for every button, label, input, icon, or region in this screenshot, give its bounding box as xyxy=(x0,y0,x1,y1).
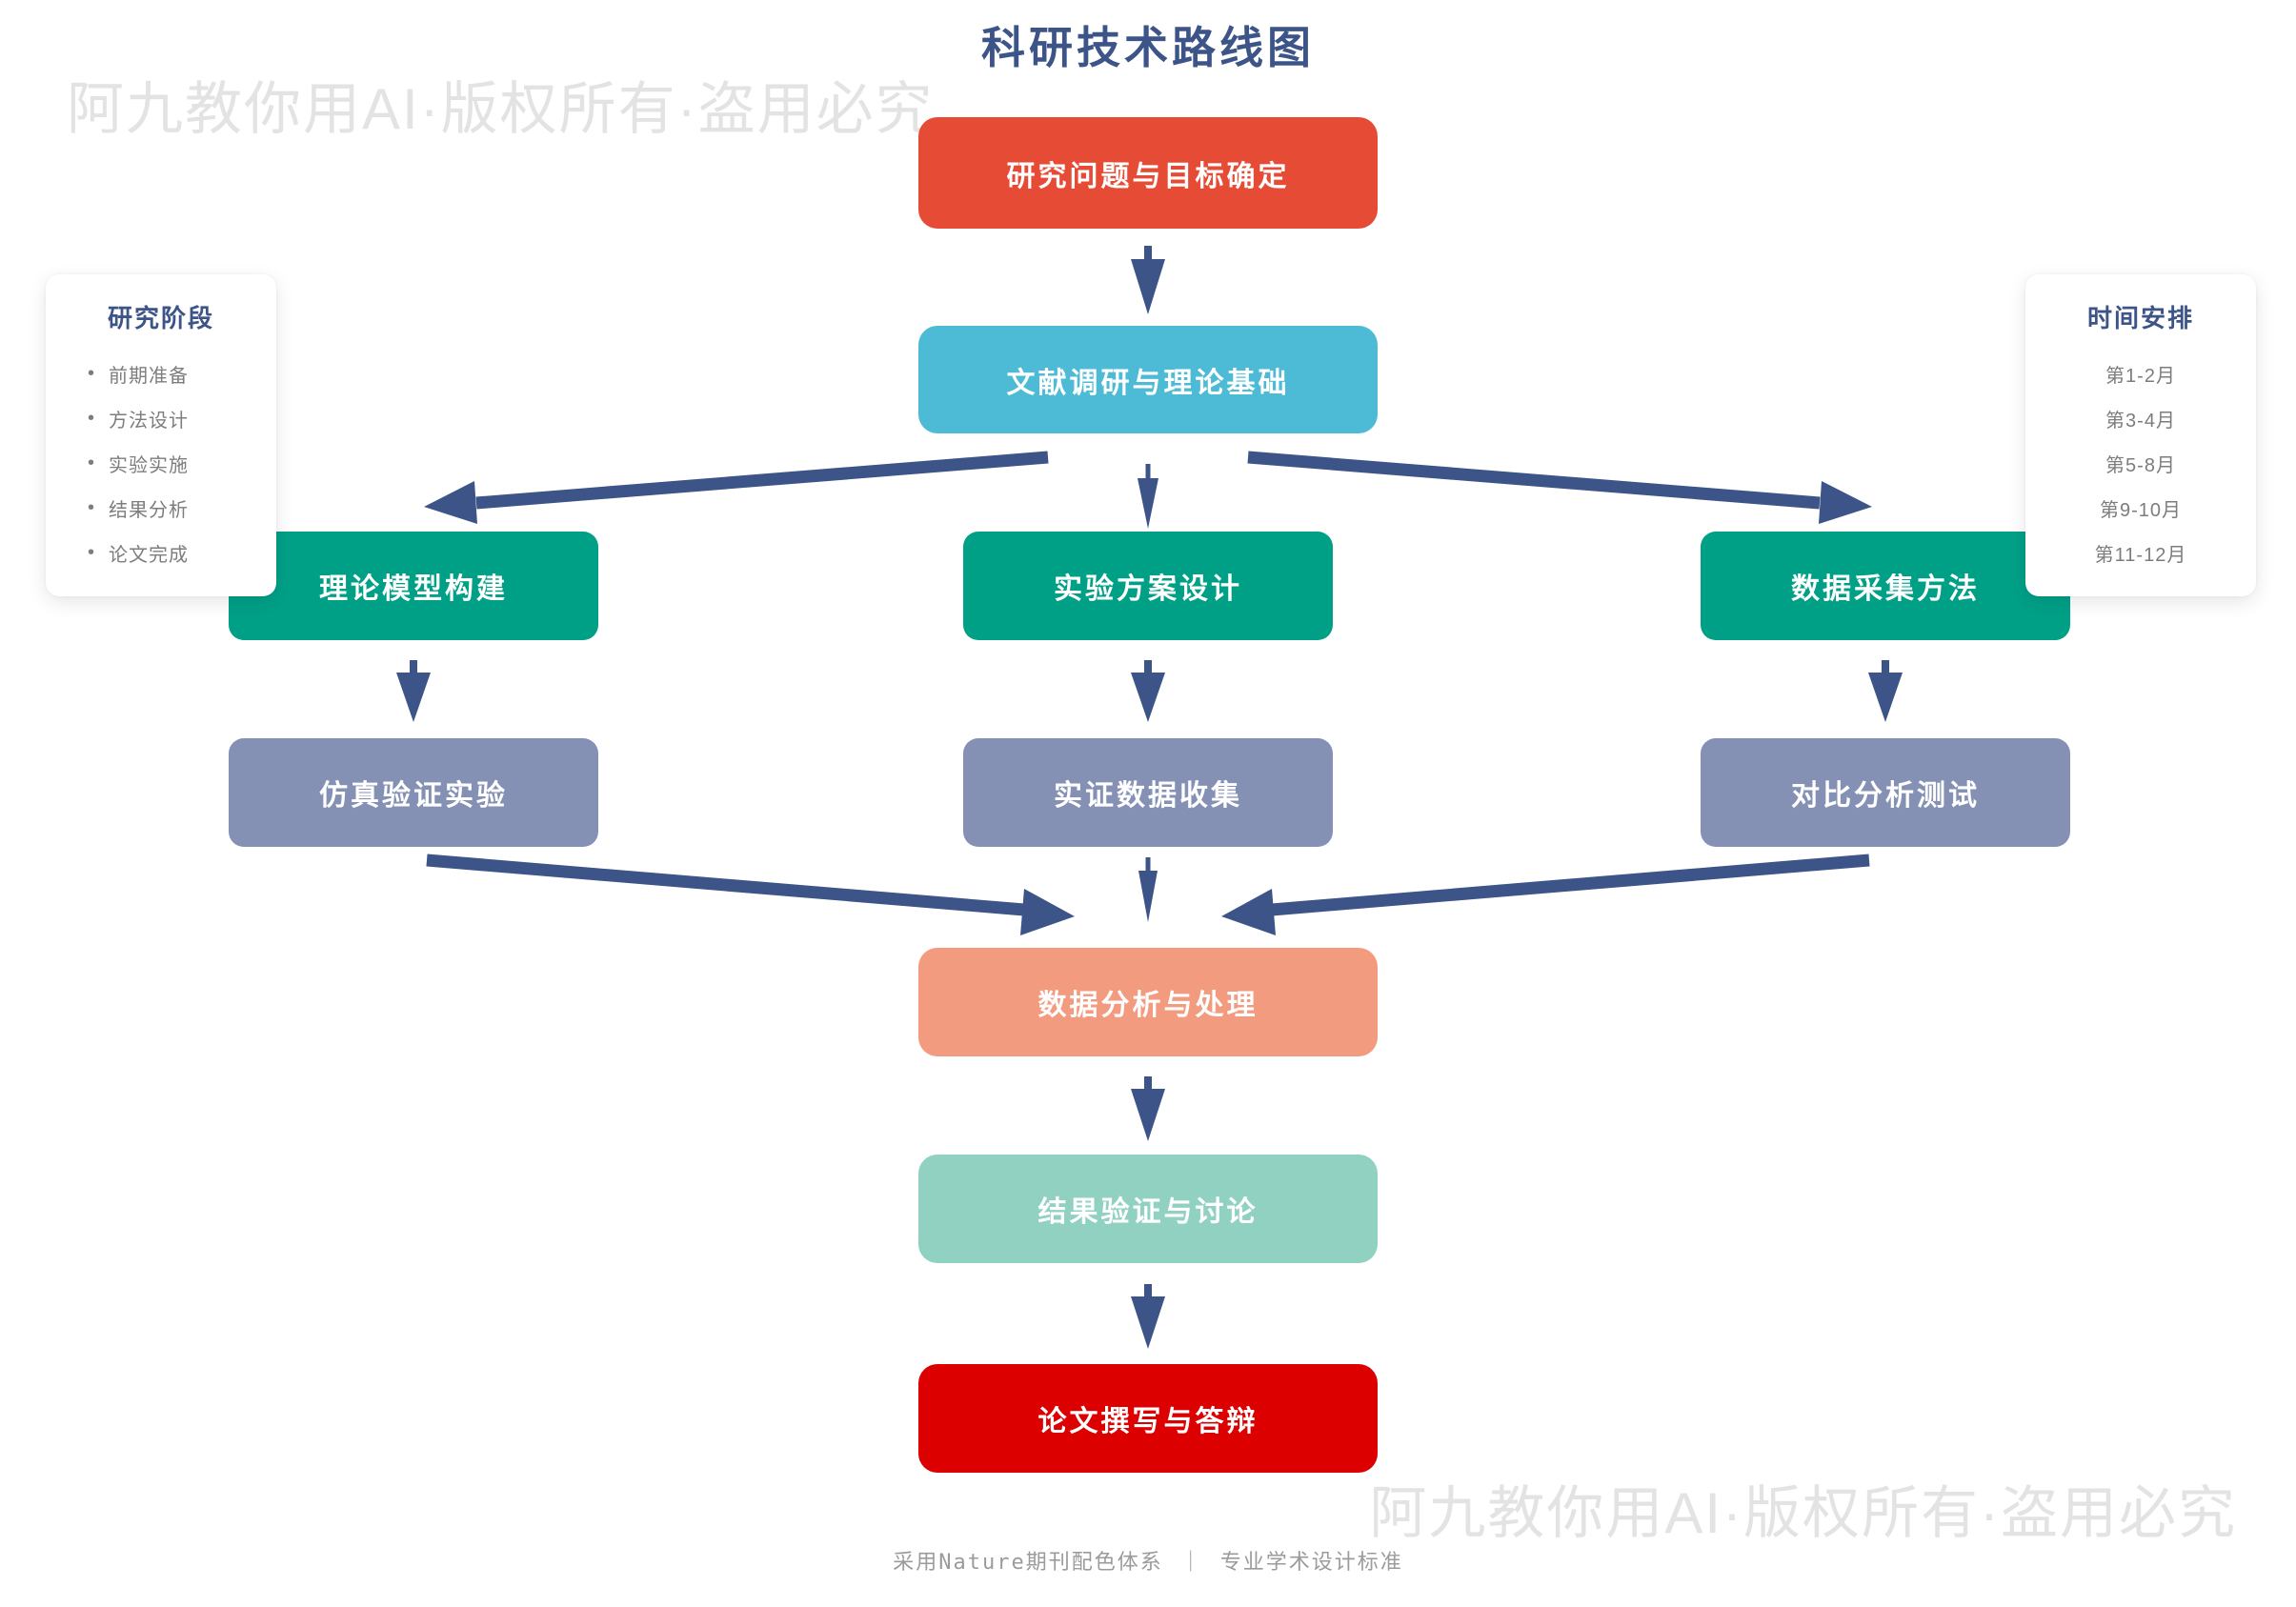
list-item-label: 论文完成 xyxy=(109,545,190,566)
list-item: • 论文完成 xyxy=(46,531,276,575)
schedule-list: 第1-2月 第3-4月 第5-8月 第9-10月 第11-12月 xyxy=(2025,352,2256,575)
node-experiment-design: 实验方案设计 xyxy=(963,532,1333,640)
bullet-icon: • xyxy=(88,363,96,384)
list-item: • 结果分析 xyxy=(46,486,276,531)
list-item: 第5-8月 xyxy=(2105,455,2176,476)
node-empirical-data: 实证数据收集 xyxy=(963,738,1333,847)
page-title: 科研技术路线图 xyxy=(981,23,1315,72)
footer-note: 采用Nature期刊配色体系 ｜ 专业学术设计标准 xyxy=(0,1545,2296,1576)
bullet-icon: • xyxy=(88,542,96,563)
watermark-top: 阿九教你用AI·版权所有·盗用必究 xyxy=(67,77,935,141)
research-stages-list: • 前期准备 • 方法设计 • 实验实施 • 结果分析 • 论文完成 xyxy=(46,352,276,575)
node-thesis-defense: 论文撰写与答辩 xyxy=(918,1364,1378,1473)
list-item: 第9-10月 xyxy=(2099,500,2183,521)
node-data-collection: 数据采集方法 xyxy=(1701,532,2070,640)
node-result-validation: 结果验证与讨论 xyxy=(918,1155,1378,1263)
list-item: • 实验实施 xyxy=(46,441,276,486)
node-data-analysis: 数据分析与处理 xyxy=(918,948,1378,1056)
node-simulation-experiment: 仿真验证实验 xyxy=(229,738,598,847)
list-item-label: 方法设计 xyxy=(109,411,190,432)
node-research-problem: 研究问题与目标确定 xyxy=(918,117,1378,229)
footer-left: 采用Nature期刊配色体系 xyxy=(893,1551,1163,1575)
list-item-label: 前期准备 xyxy=(109,366,190,387)
footer-right: 专业学术设计标准 xyxy=(1219,1551,1403,1575)
node-literature-review: 文献调研与理论基础 xyxy=(918,326,1378,433)
panel-research-stages: 研究阶段 • 前期准备 • 方法设计 • 实验实施 • 结果分析 • 论文完成 xyxy=(46,274,276,596)
node-comparison-test: 对比分析测试 xyxy=(1701,738,2070,847)
watermark-bottom: 阿九教你用AI·版权所有·盗用必究 xyxy=(1369,1481,2237,1545)
footer-separator: ｜ xyxy=(1179,1551,1203,1575)
list-item: 第1-2月 xyxy=(2105,366,2176,387)
bullet-icon: • xyxy=(88,408,96,429)
panel-schedule: 时间安排 第1-2月 第3-4月 第5-8月 第9-10月 第11-12月 xyxy=(2025,274,2256,596)
panel-schedule-title: 时间安排 xyxy=(2086,304,2194,332)
list-item: 第3-4月 xyxy=(2105,411,2176,432)
panel-research-stages-title: 研究阶段 xyxy=(107,304,214,332)
list-item-label: 结果分析 xyxy=(109,500,190,521)
bullet-icon: • xyxy=(88,452,96,473)
list-item: • 前期准备 xyxy=(46,352,276,396)
bullet-icon: • xyxy=(88,497,96,518)
list-item-label: 实验实施 xyxy=(109,455,190,476)
list-item: • 方法设计 xyxy=(46,396,276,441)
node-theory-model: 理论模型构建 xyxy=(229,532,598,640)
list-item: 第11-12月 xyxy=(2094,545,2187,566)
